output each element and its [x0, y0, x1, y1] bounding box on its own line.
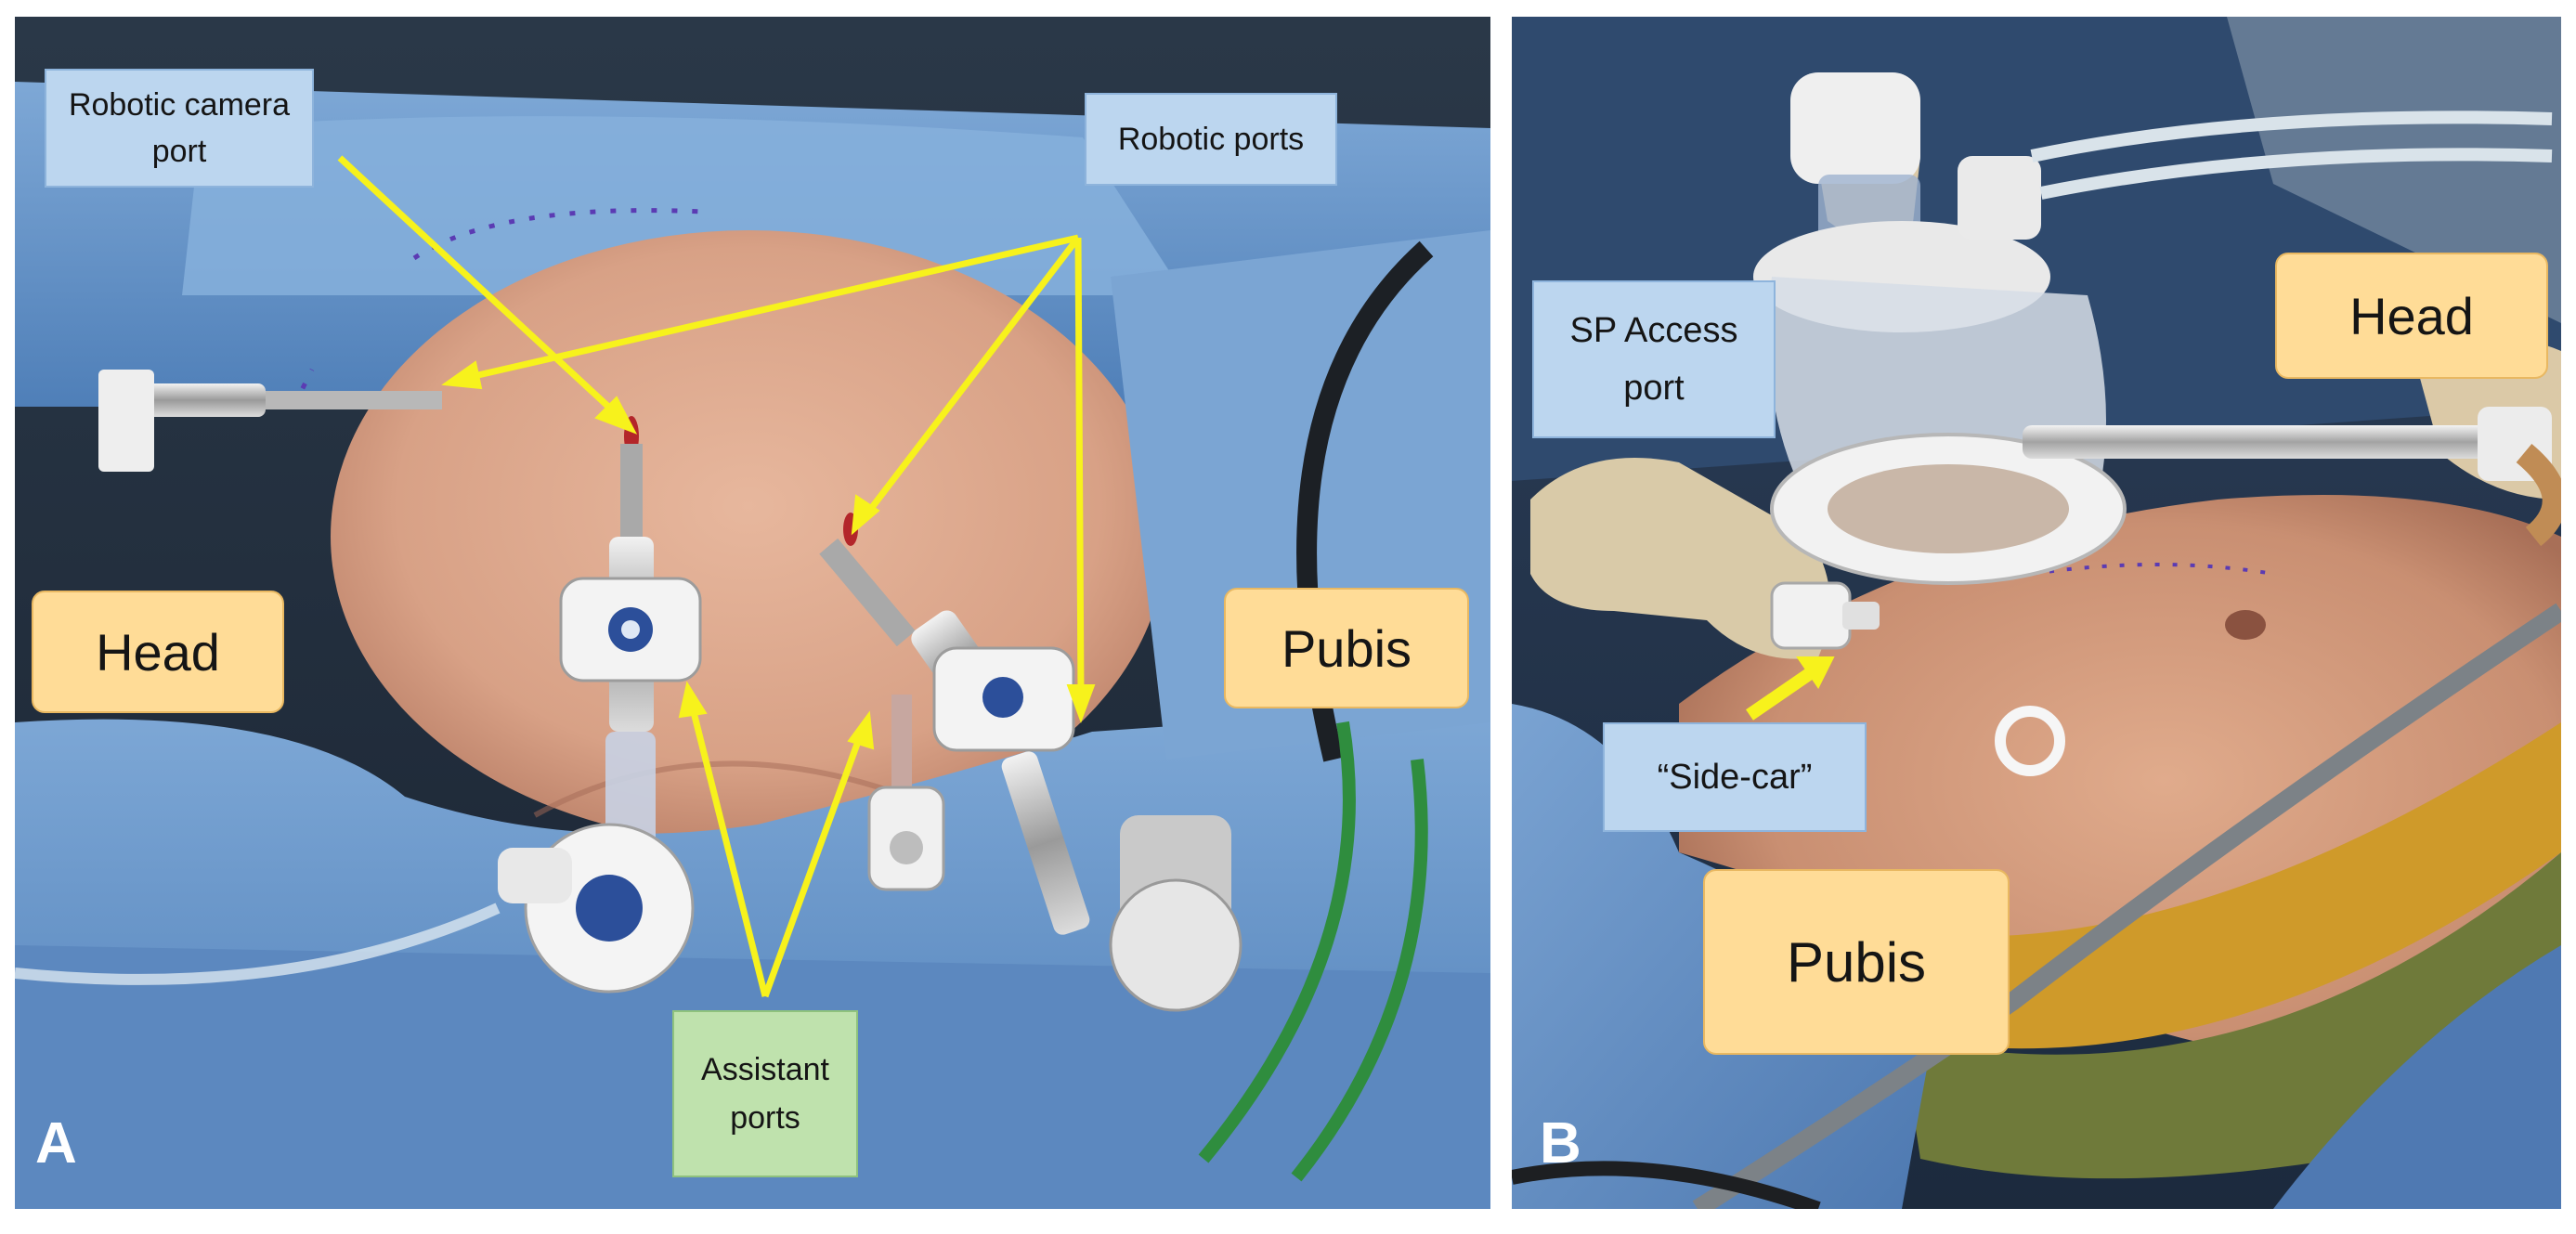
trocar-icon — [867, 695, 945, 891]
label-side-car: “Side-car” — [1603, 722, 1867, 832]
label-pubis: Pubis — [1224, 588, 1469, 708]
panel-a: Robotic camera port Robotic ports Assist… — [15, 17, 1490, 1209]
panel-b: SP Access port “Side-car” Head Pubis B — [1512, 17, 2561, 1209]
label-pubis: Pubis — [1703, 869, 2010, 1055]
trocar-icon — [819, 538, 1242, 1012]
label-robotic-camera-port: Robotic camera port — [45, 69, 314, 188]
sp-access-port-icon — [1753, 72, 2561, 585]
arrow-icon — [337, 155, 1096, 998]
label-head: Head — [2275, 253, 2548, 379]
trocar-icon — [98, 370, 442, 472]
label-sp-access-port: SP Access port — [1532, 280, 1776, 438]
arrow-icon — [1746, 656, 1835, 721]
label-head: Head — [32, 591, 284, 713]
panel-letter-a: A — [35, 1111, 77, 1176]
panel-letter-b: B — [1540, 1111, 1581, 1176]
trocar-icon — [498, 823, 695, 994]
surgical-photo-b — [1512, 17, 2561, 1209]
sp-access-port-icon — [1770, 581, 1880, 650]
label-robotic-ports: Robotic ports — [1085, 93, 1337, 186]
label-assistant-ports: Assistant ports — [672, 1010, 858, 1177]
trocar-icon — [559, 444, 702, 852]
